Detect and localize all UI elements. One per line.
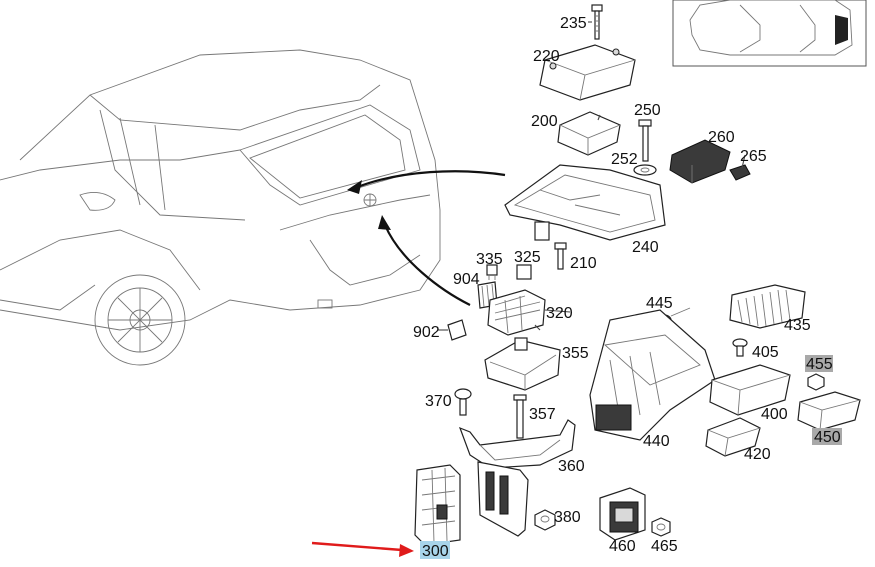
label-902: 902 [413,324,440,341]
part-370-bolt [454,388,472,416]
label-250: 250 [634,102,661,119]
label-265: 265 [740,148,767,165]
label-320: 320 [546,305,573,322]
part-252-washer [633,164,657,176]
part-455-nut [807,373,825,391]
highlight-300 [420,541,450,559]
part-357-bolt [513,394,527,439]
part-200-module [557,111,621,156]
label-904: 904 [453,271,480,288]
part-335-fuse [486,264,498,280]
part-240-tray [504,164,666,241]
part-435-fuse-block [729,284,806,329]
leader-lines [438,21,746,331]
vehicle-location-inset [672,0,867,67]
label-240: 240 [632,239,659,256]
label-360: 360 [558,458,585,475]
vehicle-rear-illustration [0,49,441,366]
part-450-control-unit [797,391,861,431]
part-355-cover [484,337,561,391]
part-235-bolt [591,4,603,40]
label-335: 335 [476,251,503,268]
label-380: 380 [554,509,581,526]
label-highlights [420,355,842,559]
part-325-relay [516,264,532,280]
part-260-module [669,139,731,184]
label-210: 210 [570,255,597,272]
highlight-450 [812,428,842,445]
label-420: 420 [744,446,771,463]
pointer-arrow [311,541,414,557]
part-320-fuse-box [487,289,546,336]
part-405-bolt [732,338,748,357]
part-250-bolt [638,119,652,162]
part-465-nut [651,517,671,537]
label-357: 357 [529,406,556,423]
label-450: 450 [814,429,841,446]
label-405: 405 [752,344,779,361]
install-location-arrows [347,170,506,306]
label-220: 220 [533,48,560,65]
label-435: 435 [784,317,811,334]
part-bracket-lower [477,461,529,537]
label-440: 440 [643,433,670,450]
part-460-fuse-box [599,487,646,541]
part-220-control-unit [539,44,636,101]
label-260: 260 [708,129,735,146]
part-labels: 235 220 250 200 260 252 265 240 335 325 … [413,15,841,560]
part-300-fuse-relay-box [414,464,461,546]
label-445: 445 [646,295,673,312]
label-460: 460 [609,538,636,555]
part-380-nut [534,509,556,531]
highlight-455 [805,355,833,372]
label-455: 455 [806,356,833,373]
label-325: 325 [514,249,541,266]
label-252: 252 [611,151,638,168]
part-210-bolt [554,242,567,270]
part-902-connector [447,319,467,341]
label-235: 235 [560,15,587,32]
part-400-control-unit [709,364,791,416]
label-300: 300 [422,543,449,560]
label-465: 465 [651,538,678,555]
label-355: 355 [562,345,589,362]
part-420-control-unit [705,417,761,457]
label-370: 370 [425,393,452,410]
part-440-fuse-holder [589,309,716,441]
label-400: 400 [761,406,788,423]
part-265-connector [729,164,751,181]
label-200: 200 [531,113,558,130]
